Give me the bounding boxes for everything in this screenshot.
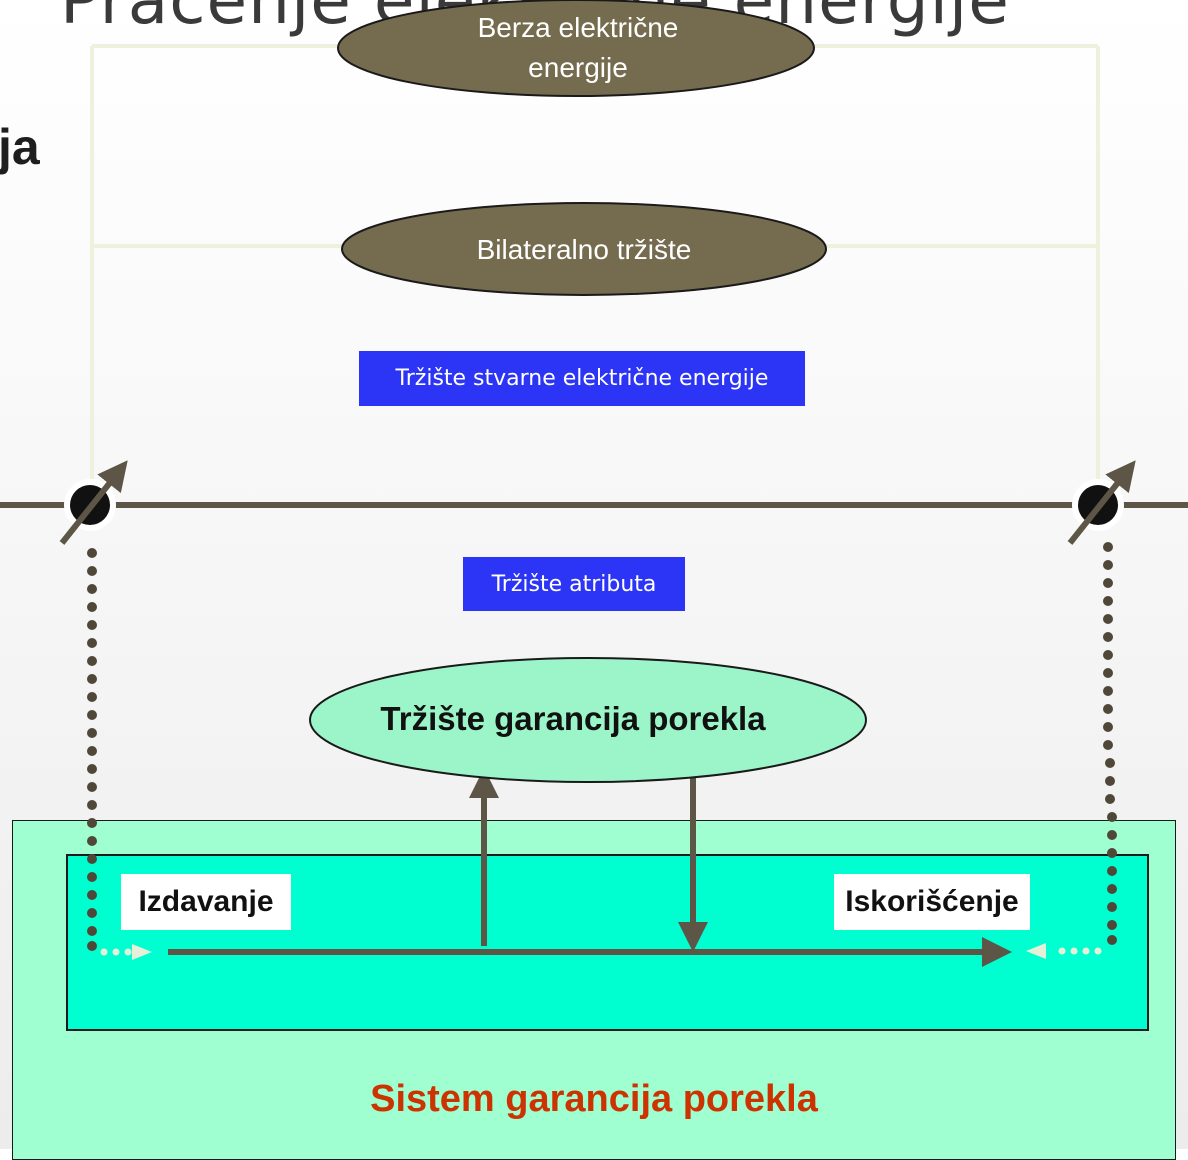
bilateral-label: Bilateralno tržište [477, 234, 692, 265]
cancellation-box: Iskorišćenje [834, 874, 1030, 930]
exchange-ellipse [337, 0, 815, 97]
issuance-label: Izdavanje [138, 885, 274, 918]
right-dotted-link [1103, 542, 1117, 945]
physical-market-label: Tržište stvarne električne energije [395, 366, 769, 391]
physical-market-box: Tržište stvarne električne energije [359, 351, 805, 406]
left-meter-icon [59, 460, 128, 545]
partial-side-heading: ja [0, 119, 40, 175]
left-dotted-link [87, 548, 97, 951]
right-meter-icon [1067, 460, 1136, 545]
cancellation-label: Iskorišćenje [845, 885, 1019, 918]
system-label: Sistem garancija porekla [370, 1078, 818, 1120]
attribute-market-label: Tržište atributa [491, 571, 657, 597]
go-market-label: Tržište garancija porekla [380, 700, 766, 737]
bilateral-ellipse [341, 202, 827, 296]
exchange-label-line1: Berza električne [478, 12, 679, 43]
exchange-label-line2: energije [528, 52, 628, 83]
issuance-entry-arrow [100, 944, 152, 960]
attribute-market-box: Tržište atributa [463, 557, 685, 611]
cancellation-entry-arrow [1026, 943, 1102, 959]
issuance-box: Izdavanje [121, 874, 291, 930]
go-market-ellipse [309, 657, 867, 783]
